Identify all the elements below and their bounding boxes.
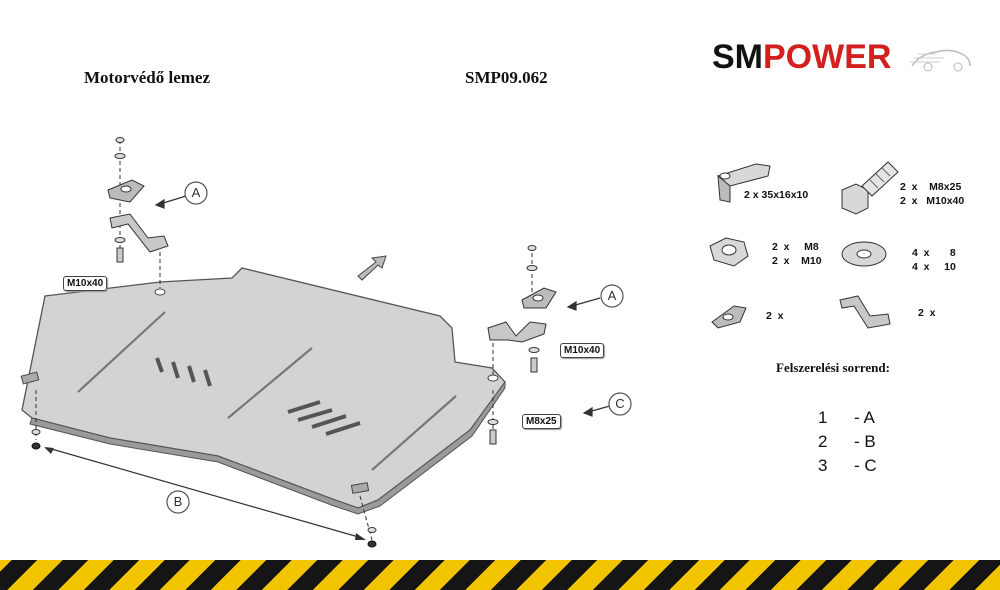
washer-icon <box>841 241 887 267</box>
installation-step: 2- B <box>818 432 876 451</box>
brand-logo: SMPOWER <box>712 38 972 82</box>
brand-logo-part1: SM <box>712 38 763 76</box>
clip-nut-icon <box>716 163 771 203</box>
bolt-label-m8: M8x25 <box>522 414 561 429</box>
left-hardware-stack <box>107 137 169 263</box>
installation-step: 3- C <box>818 456 877 475</box>
direction-arrow-icon <box>357 255 387 281</box>
tab-plate-icon <box>711 305 747 329</box>
assembly-diagram <box>20 137 632 548</box>
bracket-icon <box>839 295 891 329</box>
callout-a-left: A <box>191 185 201 200</box>
bracket-qty: 2 x <box>918 307 936 319</box>
bolt-label-right: M10x40 <box>560 343 605 358</box>
installation-steps: 1- A 2- B 3- C <box>818 406 918 478</box>
hazard-stripe <box>0 560 1000 590</box>
installation-title: Felszerelési sorrend: <box>776 360 890 375</box>
parts-icons <box>709 161 899 329</box>
clip-qty: 2 x 35x16x10 <box>744 189 809 201</box>
car-silhouette-icon <box>910 49 971 72</box>
bolt-qty-1: 2 x M8x25 <box>900 181 962 193</box>
c-hardware-stack <box>487 419 499 445</box>
brand-logo-part2: POWER <box>763 38 892 76</box>
b-hardware <box>31 429 377 548</box>
washer-qty-2: 4 x 10 <box>912 261 956 273</box>
bolt-label-left: M10x40 <box>63 276 108 291</box>
product-code: SMP09.062 <box>465 68 548 87</box>
bolt-icon <box>841 161 899 215</box>
plate-qty: 2 x <box>766 310 784 322</box>
installation-step: 1- A <box>818 408 875 427</box>
washer-qty-1: 4 x 8 <box>912 247 956 259</box>
nut-qty-1: 2 x M8 <box>772 241 819 253</box>
nut-qty-2: 2 x M10 <box>772 255 822 267</box>
right-hardware-stack <box>487 245 557 373</box>
callout-a-right: A <box>607 288 617 303</box>
skid-plate <box>20 267 506 515</box>
product-title: Motorvédő lemez <box>84 68 211 87</box>
bolt-qty-2: 2 x M10x40 <box>900 195 965 207</box>
hex-nut-icon <box>709 237 749 267</box>
callout-b: B <box>173 494 183 509</box>
callout-c: C <box>615 396 625 411</box>
